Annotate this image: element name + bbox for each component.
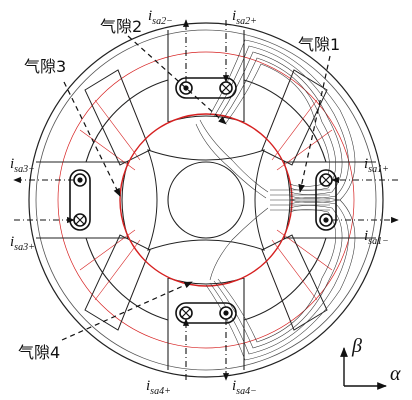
gap-leaders: [61, 35, 331, 341]
gap3-label: 气隙3: [24, 57, 66, 76]
isa4-plus-label: isa4+: [146, 378, 171, 397]
gap1-label: 气隙1: [298, 35, 340, 54]
coil-bottom: [175, 302, 237, 324]
flux-lines: [195, 39, 356, 361]
isa3-minus-label: isa3−: [10, 156, 35, 175]
coordinate-axes: [340, 347, 387, 390]
coil-left: [69, 169, 91, 231]
stator-outline: [28, 22, 384, 378]
gap4-label: 气隙4: [18, 343, 60, 362]
beta-axis-label: β: [351, 335, 362, 357]
isa2-minus-label: isa2−: [148, 8, 173, 27]
coil-top: [175, 77, 237, 99]
isa1-minus-label: isa1−: [364, 228, 389, 247]
current-arrows: [13, 19, 399, 381]
isa1-plus-label: isa1+: [364, 156, 389, 175]
isa3-plus-label: isa3+: [10, 234, 35, 253]
stator-poles: [36, 30, 376, 370]
gap2-label: 气隙2: [100, 17, 142, 36]
alpha-axis-label: α: [390, 363, 401, 385]
isa2-plus-label: isa2+: [232, 8, 257, 27]
isa4-minus-label: isa4−: [232, 378, 257, 397]
stator-teeth: [84, 69, 328, 331]
